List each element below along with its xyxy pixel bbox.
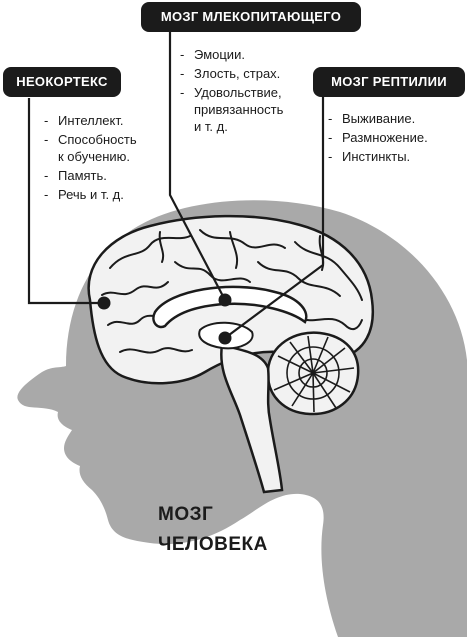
brain-stem [220,343,284,494]
mammal-brain-list: Эмоции. Злость, страх. Удовольствие,прив… [180,46,283,137]
neocortex-point [97,296,111,310]
neocortex-title: НЕОКОРТЕКС [3,67,121,97]
neocortex-connector [27,98,104,305]
reptile-connector [224,82,325,339]
reptile-brain-list: Выживание. Размножение. Инстинкты. [328,110,428,167]
mammal-connector [168,31,226,301]
cerebellum-folds [273,335,355,413]
reptile-point [218,331,232,345]
reptile-brain-title: МОЗГ РЕПТИЛИИ [313,67,465,97]
list-item: Речь и т. д. [44,186,137,203]
list-item: Эмоции. [180,46,283,63]
list-item: Размножение. [328,129,428,146]
list-item: Инстинкты. [328,148,428,165]
human-brain-line1: МОЗГ [158,504,214,525]
connectors [27,31,325,339]
list-item: Выживание. [328,110,428,127]
mammal-brain-title: МОЗГ МЛЕКОПИТАЮЩЕГО [141,2,361,32]
list-item: Интеллект. [44,112,137,129]
human-brain-line2: ЧЕЛОВЕКА [158,534,268,555]
list-item: Память. [44,167,137,184]
mammal-point [218,293,232,307]
list-item: Злость, страх. [180,65,283,82]
human-brain-caption: МОЗГ ЧЕЛОВЕКА [158,500,268,560]
corpus-callosum [152,285,308,329]
